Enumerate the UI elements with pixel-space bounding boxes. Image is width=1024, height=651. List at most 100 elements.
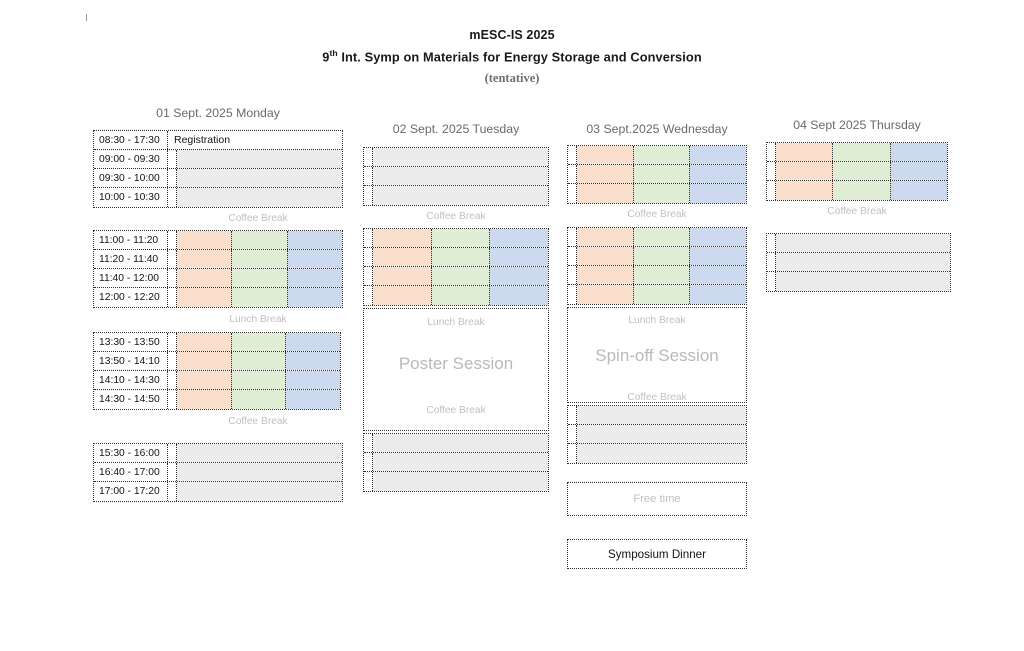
session-cell-a[interactable] — [177, 288, 233, 307]
plenary-cell[interactable] — [577, 444, 746, 463]
table-row[interactable]: 11:40 - 12:00 — [94, 269, 342, 288]
session-cell-a[interactable] — [177, 352, 232, 370]
session-cell-b[interactable] — [633, 247, 691, 265]
table-row[interactable] — [364, 286, 549, 305]
session-cell-c[interactable] — [287, 250, 342, 268]
table-row[interactable] — [767, 253, 950, 272]
session-cell-a[interactable] — [373, 229, 432, 247]
session-cell-b[interactable] — [833, 143, 891, 161]
session-cell-a[interactable] — [776, 162, 834, 180]
session-cell-c[interactable] — [490, 267, 549, 285]
session-cell-b[interactable] — [431, 267, 491, 285]
session-cell-b[interactable] — [633, 165, 691, 183]
table-row[interactable]: 17:00 - 17:20 — [94, 482, 342, 501]
table-row[interactable]: 14:10 - 14:30 — [94, 371, 341, 390]
session-cell-b[interactable] — [231, 371, 287, 389]
table-row[interactable] — [767, 272, 950, 291]
session-cell-c[interactable] — [690, 247, 747, 265]
table-row[interactable] — [767, 162, 947, 181]
table-row[interactable] — [568, 165, 747, 184]
session-cell-b[interactable] — [633, 266, 691, 284]
table-row[interactable] — [364, 267, 549, 286]
session-cell-b[interactable] — [232, 250, 288, 268]
session-cell-b[interactable] — [633, 228, 691, 246]
plenary-cell[interactable] — [577, 406, 746, 424]
session-cell-b[interactable] — [231, 390, 287, 409]
session-cell-a[interactable] — [373, 286, 432, 305]
table-row[interactable]: 11:00 - 11:20 — [94, 231, 342, 250]
plenary-cell[interactable] — [776, 253, 950, 271]
session-cell-c[interactable] — [490, 229, 549, 247]
table-row[interactable]: 15:30 - 16:00 — [94, 444, 342, 463]
table-row[interactable]: 11:20 - 11:40 — [94, 250, 342, 269]
table-row[interactable] — [767, 234, 950, 253]
session-cell-a[interactable] — [177, 333, 232, 351]
table-row[interactable]: 13:50 - 14:10 — [94, 352, 341, 371]
free-time-box[interactable]: Free time — [567, 482, 747, 516]
table-row[interactable] — [568, 184, 747, 203]
session-cell-c[interactable] — [490, 248, 549, 266]
session-cell-c[interactable] — [287, 231, 342, 249]
session-cell-a[interactable] — [776, 143, 834, 161]
session-cell-a[interactable] — [577, 266, 634, 284]
session-cell-c[interactable] — [287, 288, 342, 307]
table-row[interactable] — [568, 247, 747, 266]
table-row[interactable] — [568, 285, 747, 304]
session-cell-a[interactable] — [577, 146, 634, 164]
session-cell-b[interactable] — [232, 288, 288, 307]
session-cell-c[interactable] — [690, 146, 747, 164]
table-row[interactable] — [364, 248, 549, 267]
table-row[interactable] — [364, 472, 548, 491]
session-cell-c[interactable] — [287, 269, 342, 287]
session-cell-c[interactable] — [690, 266, 747, 284]
plenary-cell[interactable] — [177, 188, 342, 207]
table-row[interactable]: 08:30 - 17:30 Registration — [94, 131, 342, 150]
session-cell-b[interactable] — [431, 248, 491, 266]
session-cell-b[interactable] — [431, 229, 491, 247]
session-cell-c[interactable] — [690, 285, 747, 304]
table-row[interactable] — [767, 181, 947, 200]
plenary-cell[interactable] — [177, 463, 342, 481]
session-cell-a[interactable] — [177, 269, 233, 287]
plenary-cell[interactable] — [373, 453, 548, 471]
plenary-cell[interactable] — [373, 434, 548, 452]
session-cell-c[interactable] — [286, 371, 341, 389]
session-cell-b[interactable] — [232, 269, 288, 287]
session-cell-b[interactable] — [431, 286, 491, 305]
table-row[interactable]: 13:30 - 13:50 — [94, 333, 341, 352]
table-row[interactable] — [568, 444, 746, 463]
table-row[interactable] — [767, 143, 947, 162]
plenary-cell[interactable] — [177, 444, 342, 462]
plenary-cell[interactable] — [177, 482, 342, 501]
tuesday-poster-region[interactable]: Lunch Break Poster Session Coffee Break — [363, 308, 549, 431]
session-cell-b[interactable] — [833, 162, 891, 180]
table-row[interactable]: 09:30 - 10:00 — [94, 169, 342, 188]
table-row[interactable] — [364, 186, 548, 205]
session-cell-a[interactable] — [577, 285, 634, 304]
table-row[interactable] — [568, 425, 746, 444]
session-cell-c[interactable] — [890, 143, 947, 161]
plenary-cell[interactable] — [373, 167, 548, 185]
table-row[interactable] — [568, 146, 747, 165]
session-cell-c[interactable] — [286, 352, 341, 370]
plenary-cell[interactable] — [177, 150, 342, 168]
session-cell-a[interactable] — [177, 231, 233, 249]
session-cell-c[interactable] — [690, 228, 747, 246]
session-cell-c[interactable] — [690, 165, 747, 183]
session-cell-b[interactable] — [231, 352, 287, 370]
table-row[interactable]: 09:00 - 09:30 — [94, 150, 342, 169]
plenary-cell[interactable] — [373, 186, 548, 205]
table-row[interactable]: 10:00 - 10:30 — [94, 188, 342, 207]
session-cell-a[interactable] — [373, 248, 432, 266]
symposium-dinner-box[interactable]: Symposium Dinner — [567, 539, 747, 569]
session-cell-a[interactable] — [373, 267, 432, 285]
session-cell-a[interactable] — [177, 371, 232, 389]
table-row[interactable] — [364, 148, 548, 167]
wednesday-spinoff-region[interactable]: Lunch Break Spin-off Session Coffee Brea… — [567, 307, 747, 403]
session-cell-b[interactable] — [633, 285, 691, 304]
session-cell-a[interactable] — [177, 390, 232, 409]
plenary-cell[interactable] — [776, 272, 950, 291]
session-cell-a[interactable] — [776, 181, 834, 200]
session-cell-c[interactable] — [690, 184, 747, 203]
session-cell-c[interactable] — [890, 162, 947, 180]
